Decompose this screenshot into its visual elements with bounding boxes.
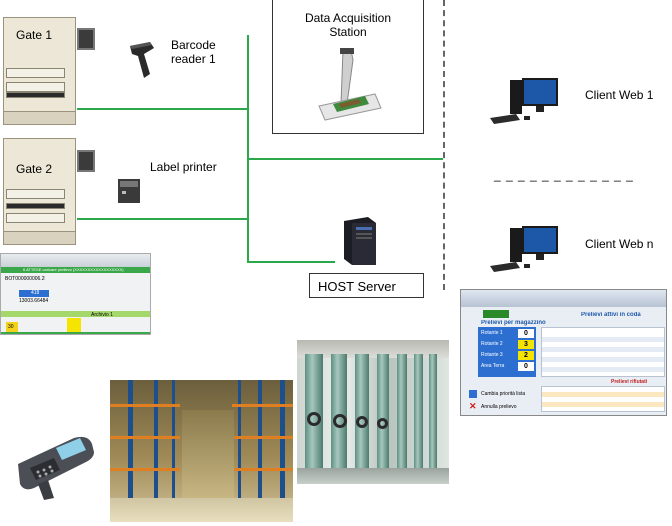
terminal-count: 418: [31, 290, 40, 296]
terminal-code-1: BOT000000006.2L: [5, 276, 45, 282]
terminal-screenshot: 6 ATTESE caricare prelievo (XXXXXXXXXXXX…: [0, 253, 151, 335]
terminal-digit: 30: [8, 324, 14, 330]
terminal-yellow-bin: [67, 318, 81, 332]
terminal-green-footer: [1, 332, 150, 334]
web-title-2: Prelievi attivi in coda: [581, 312, 641, 318]
label-printer-icon: [118, 179, 140, 203]
terminal-code-2: 13003.66484: [19, 298, 49, 304]
web-lower-table: [541, 386, 665, 412]
web-title: Prelievi per magazzino: [481, 320, 546, 326]
mobile-shelving-photo: [297, 340, 449, 484]
dashed-divider: [443, 0, 445, 290]
data-acquisition-label-line2: Station: [329, 25, 367, 39]
barcode-reader-label-line1: Barcode: [171, 38, 216, 52]
handheld-terminal-icon: [18, 436, 94, 500]
web-row-value: 0: [518, 362, 534, 371]
web-row-value: 3: [518, 340, 534, 349]
network-link-server: [247, 261, 335, 263]
terminal-digit-box: [6, 322, 18, 332]
priority-icon[interactable]: [469, 390, 477, 398]
client-web-1-label: Client Web 1: [585, 88, 654, 102]
document-camera-icon: [318, 48, 382, 121]
terminal-green-strip: [1, 311, 150, 317]
terminal-bar-title: 6 ATTESE caricare prelievo (XXXXXXXXXXXX…: [23, 267, 124, 272]
label-printer-label: Label printer: [150, 160, 217, 174]
desktop-computer-icon-n: [490, 226, 558, 272]
barcode-reader-label-line2: reader 1: [171, 52, 216, 66]
web-action-1[interactable]: Cambia priorità lista: [481, 391, 526, 397]
barcode-scanner-icon: [130, 42, 154, 78]
terminal-toolbar: [1, 254, 150, 267]
gate-1-monitor-icon: [77, 28, 95, 50]
client-web-n-label: Client Web n: [585, 237, 654, 251]
web-row-name[interactable]: Area Terra: [481, 363, 505, 369]
server-tower-icon: [344, 217, 376, 265]
gate-2-monitor-icon: [77, 150, 95, 172]
host-server-label: HOST Server: [318, 279, 396, 294]
web-row-name[interactable]: Rotante 1: [481, 330, 503, 336]
web-client-screenshot: Prelievi per magazzino Prelievi attivi i…: [460, 289, 667, 416]
warehouse-racks-photo: [110, 380, 293, 522]
desktop-computer-icon: [490, 78, 558, 124]
network-backbone: [247, 35, 249, 262]
web-action-2[interactable]: Annulla prelievo: [481, 404, 517, 410]
network-link-gate-2: [77, 218, 248, 220]
gate-1-label: Gate 1: [16, 28, 53, 42]
app-logo: [483, 310, 509, 318]
gate-1-machine: [3, 17, 76, 125]
gate-2-machine: [3, 138, 76, 245]
web-row-value: 2: [518, 351, 534, 360]
web-row-name[interactable]: Rotante 3: [481, 352, 503, 358]
terminal-archive: Archivio 1: [91, 312, 113, 318]
terminal-count-box: [19, 290, 49, 297]
network-link-right: [247, 158, 443, 160]
data-acquisition-label-line1: Data Acquisition: [304, 11, 392, 25]
web-table-stripes: [542, 332, 664, 376]
gate-2-label: Gate 2: [16, 162, 53, 176]
web-row-name[interactable]: Rotante 2: [481, 341, 503, 347]
terminal-title-bar: [1, 267, 150, 273]
cancel-icon[interactable]: ✕: [469, 401, 477, 411]
host-server-box: [309, 273, 424, 298]
network-link-gate-1: [77, 108, 248, 110]
web-row-value: 0: [518, 329, 534, 338]
browser-chrome: [461, 290, 666, 307]
client-separator: _ _ _ _ _ _ _ _ _ _ _ _: [494, 168, 634, 182]
web-footer-title: Prelievi rifiutati: [611, 379, 648, 385]
